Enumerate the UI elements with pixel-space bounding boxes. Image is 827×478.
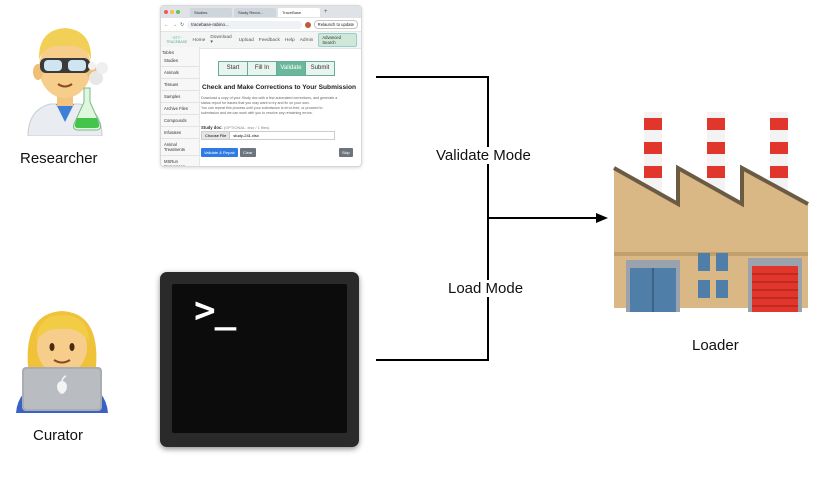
terminal-screen: >_ (172, 284, 347, 433)
factory-icon (612, 108, 822, 318)
description-paragraph-2: You can repeat this process until your s… (201, 106, 323, 115)
choose-file-button[interactable]: Choose File (202, 132, 231, 139)
page-title: Check and Make Corrections to Your Submi… (201, 84, 356, 91)
terminal-prompt: >_ (194, 290, 236, 331)
sidebar-item-msrun-sequences[interactable]: MSRun Sequences (161, 156, 199, 166)
nav-upload[interactable]: Upload (238, 37, 254, 43)
forward-icon[interactable]: → (172, 21, 177, 28)
validate-connector (376, 76, 489, 218)
curator-label: Curator (33, 427, 84, 444)
clear-button[interactable]: Clear (240, 148, 256, 157)
sidebar-heading: Tables (162, 50, 175, 55)
nav-admin[interactable]: Admin (299, 37, 314, 43)
nav-feedback[interactable]: Feedback (258, 37, 280, 43)
researcher-icon (20, 18, 110, 137)
validate-repair-button[interactable]: Validate & Repair (201, 148, 238, 157)
terminal-icon: >_ (160, 272, 359, 447)
tab-tracebase[interactable]: TraceBase (278, 7, 320, 17)
curator-icon (12, 305, 112, 413)
tracebase-browser-screenshot: Studies Study Recor... TraceBase + ← → ↻… (160, 5, 362, 167)
validate-mode-label: Validate Mode (434, 147, 533, 164)
tracebase-logo[interactable]: ~ETT~ TRACEBASE (166, 36, 188, 44)
page-description: Download a copy of your Study doc with a… (201, 96, 341, 116)
tab-study-record[interactable]: Study Recor... (234, 7, 276, 17)
reload-icon[interactable]: ↻ (180, 21, 185, 28)
selected-file-name: study-241.xlsx (233, 133, 259, 138)
nav-home[interactable]: Home (192, 37, 206, 43)
url-input[interactable]: tracebase-rabino... (187, 20, 302, 29)
sidebar-item-animal-treatments[interactable]: Animal Treatments (161, 139, 199, 156)
study-doc-title: Study doc: (201, 125, 223, 130)
sidebar-item-animals[interactable]: Animals (161, 67, 199, 79)
profile-icon[interactable] (304, 21, 311, 28)
loader-label: Loader (692, 337, 739, 354)
sidebar-item-samples[interactable]: Samples (161, 91, 199, 103)
sidebar-item-studies[interactable]: Studies (161, 55, 199, 67)
tab-studies[interactable]: Studies (190, 7, 232, 17)
nav-download[interactable]: Download ▾ (210, 35, 232, 45)
sidebar-item-archive-files[interactable]: Archive Files (161, 103, 199, 115)
smokestack (644, 112, 788, 192)
researcher-label: Researcher (20, 150, 98, 167)
load-connector (376, 218, 489, 361)
address-bar: ← → ↻ tracebase-rabino... Relaunch to up… (161, 18, 361, 32)
study-doc-hint: (OPTIONAL .xlsx / 1 files) (223, 125, 270, 130)
sidebar-item-tissues[interactable]: Tissues (161, 79, 199, 91)
skip-button[interactable]: Skip (339, 148, 353, 157)
study-doc-label: Study doc: (OPTIONAL .xlsx / 1 files) (201, 125, 269, 130)
sidebar-item-infusates[interactable]: Infusates (161, 127, 199, 139)
submission-steps: Start Fill In Validate Submit (218, 61, 335, 76)
nav-help[interactable]: Help (284, 37, 295, 43)
tables-sidebar: Tables Studies Animals Tissues Samples A… (161, 47, 200, 166)
new-tab-icon[interactable]: + (324, 9, 328, 15)
back-icon[interactable]: ← (164, 21, 169, 28)
relaunch-button[interactable]: Relaunch to update (313, 20, 358, 29)
submission-content: Start Fill In Validate Submit Check and … (201, 47, 361, 166)
description-paragraph-1: Download a copy of your Study doc with a… (201, 96, 338, 105)
arrowhead-icon (596, 213, 608, 223)
tab-strip: Studies Study Recor... TraceBase + (161, 6, 361, 18)
study-doc-file-input[interactable]: Choose File study-241.xlsx (201, 131, 335, 140)
sidebar-item-compounds[interactable]: Compounds (161, 115, 199, 127)
step-submit[interactable]: Submit (305, 61, 335, 76)
advanced-search-button[interactable]: Advanced Search (318, 33, 357, 47)
site-navbar: ~ETT~ TRACEBASE Home Download ▾ Upload F… (161, 32, 361, 49)
load-mode-label: Load Mode (446, 280, 526, 297)
